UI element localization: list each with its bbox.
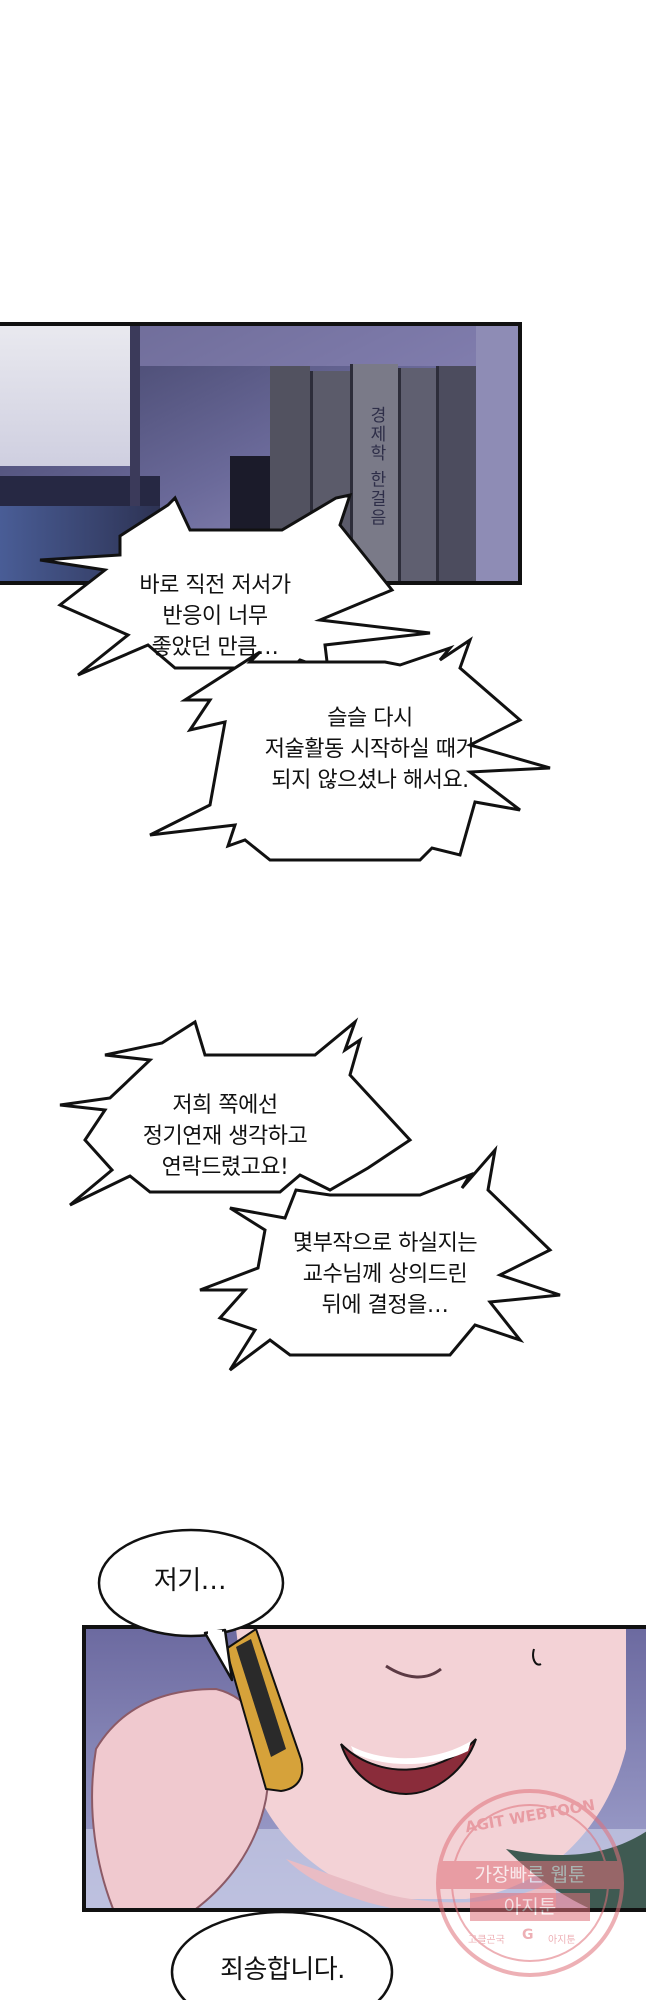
bubble-3-text: 저희 쪽에선 정기연재 생각하고 연락드렸고요!	[120, 1090, 330, 1183]
watermark-bottom-right: 아지툰	[548, 1935, 576, 1946]
bubble-1-text: 바로 직전 저서가 반응이 너무 좋았던 만큼…	[110, 570, 320, 663]
bubble-line: 좋았던 만큼…	[151, 635, 279, 660]
bubble-line: 바로 직전 저서가	[139, 573, 291, 598]
bubble-line: 반응이 너무	[162, 604, 268, 629]
bubble-line: 슬슬 다시	[327, 706, 413, 731]
bubble-line: 저술활동 시작하실 때가	[264, 737, 476, 762]
watermark-line-2: 아지툰	[470, 1893, 590, 1921]
bubble-line: 몇부작으로 하실지는	[292, 1231, 478, 1256]
bubble-line: 되지 않으셨나 해서요.	[271, 768, 469, 793]
bubble-line: 저희 쪽에선	[172, 1093, 278, 1118]
bubble-6-text: 죄송합니다.	[180, 1955, 385, 1986]
bubble-4-text: 몇부작으로 하실지는 교수님께 상의드린 뒤에 결정을…	[250, 1228, 520, 1321]
watermark-line-1: 가장빠른 웹툰	[440, 1861, 620, 1889]
bubble-line: 저기…	[153, 1566, 227, 1596]
book-spine-title: 경제학 한걸음	[366, 406, 386, 528]
watermark-bottom-left: 고클곤국	[468, 1935, 505, 1946]
watermark-seal: AGIT WEBTOON 가장빠른 웹툰 아지툰 고클곤국 G 아지툰	[432, 1785, 628, 1981]
bubble-line: 정기연재 생각하고	[142, 1124, 308, 1149]
bubble-line: 교수님께 상의드린	[302, 1262, 468, 1287]
watermark-g-icon: G	[522, 1927, 534, 1943]
bubble-line: 연락드렸고요!	[161, 1155, 289, 1180]
bubble-line: 뒤에 결정을…	[321, 1293, 449, 1318]
bubble-line: 죄송합니다.	[220, 1955, 345, 1985]
bubble-5-text: 저기…	[110, 1566, 270, 1597]
bubble-2-text: 슬슬 다시 저술활동 시작하실 때가 되지 않으셨나 해서요.	[230, 703, 510, 796]
